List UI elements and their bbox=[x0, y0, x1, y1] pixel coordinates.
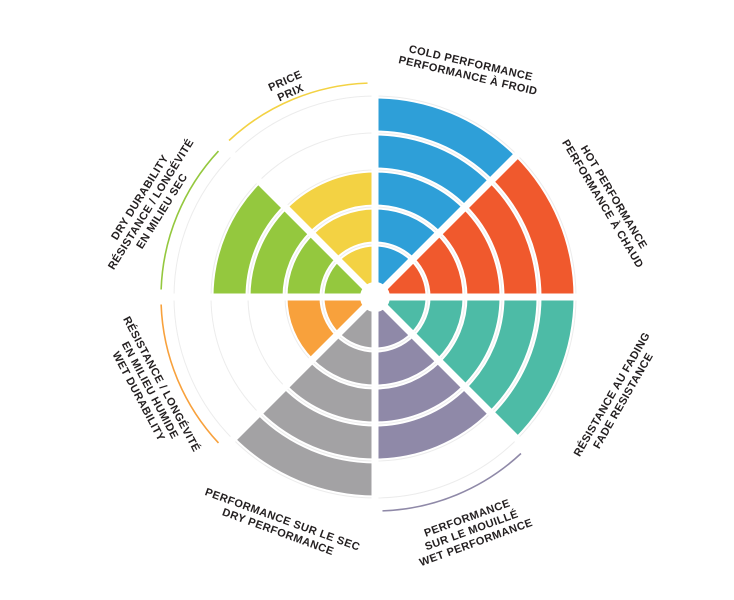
ring-segment-wet-performance-1 bbox=[375, 307, 411, 348]
ring-segment-wet-performance-3 bbox=[375, 362, 464, 422]
ring-segment-dry-performance-4 bbox=[260, 388, 375, 459]
max-scale-arc-price bbox=[228, 82, 368, 142]
sector-label-dry-performance: PERFORMANCE SUR LE SECDRY PERFORMANCE bbox=[199, 486, 362, 566]
ring-segment-fade-resistance-1 bbox=[385, 297, 426, 333]
ring-segment-cold-performance-3 bbox=[375, 172, 464, 232]
ring-segment-hot-performance-3 bbox=[440, 208, 500, 297]
sector-divider bbox=[226, 148, 378, 300]
ring-segment-fade-resistance-4 bbox=[466, 297, 537, 412]
ring-segment-dry-performance-1 bbox=[339, 307, 375, 348]
ring-segment-wet-performance-4 bbox=[375, 388, 490, 459]
max-scale-arc-wet-performance bbox=[382, 452, 522, 512]
ring-segment-hot-performance-1 bbox=[385, 261, 426, 297]
sector-label-cold-performance: COLD PERFORMANCEPERFORMANCE À FROID bbox=[397, 42, 541, 98]
ring-segment-cold-performance-4 bbox=[375, 135, 490, 206]
ring-segment-dry-durability-1 bbox=[324, 261, 365, 297]
ring-segment-wet-durability-1 bbox=[324, 297, 365, 333]
sector-label-dry-durability: DRY DURABILITYRÉSISTANCE / LONGÉVITÉEN M… bbox=[95, 130, 208, 279]
sector-divider bbox=[372, 294, 524, 446]
max-scale-arc-wet-durability bbox=[160, 304, 220, 444]
ring-segment-fade-resistance-3 bbox=[440, 297, 500, 386]
sector-fade-resistance bbox=[385, 297, 574, 438]
ring-segment-dry-performance-5 bbox=[234, 414, 375, 496]
sector-label-price: PRICEPRIX bbox=[267, 69, 310, 106]
max-scale-arc-dry-durability bbox=[160, 150, 220, 290]
ring-segment-cold-performance-1 bbox=[375, 246, 411, 287]
ring-segment-dry-durability-4 bbox=[213, 182, 284, 297]
ring-segment-hot-performance-4 bbox=[466, 182, 537, 297]
ring-segment-dry-durability-3 bbox=[250, 208, 310, 297]
ring-segment-dry-performance-3 bbox=[286, 362, 375, 422]
sector-divider bbox=[372, 148, 524, 300]
sector-label-fade-resistance: RÉSISTANCE AU FADINGFADE RESISTANCE bbox=[571, 330, 664, 465]
ring-segment-price-1 bbox=[339, 246, 375, 287]
sector-divider bbox=[226, 294, 378, 446]
ring-segment-fade-resistance-5 bbox=[492, 297, 574, 438]
sector-label-wet-durability: RÉSISTANCE / LONGÉVITÉEN MILIEU HUMIDEWE… bbox=[97, 314, 203, 466]
sector-label-hot-performance: HOT PERFORMANCEPERFORMANCE À CHAUD bbox=[559, 131, 656, 270]
ring-segment-hot-performance-5 bbox=[492, 156, 574, 297]
ring-segment-cold-performance-5 bbox=[375, 98, 516, 180]
ring-segment-price-3 bbox=[286, 172, 375, 232]
